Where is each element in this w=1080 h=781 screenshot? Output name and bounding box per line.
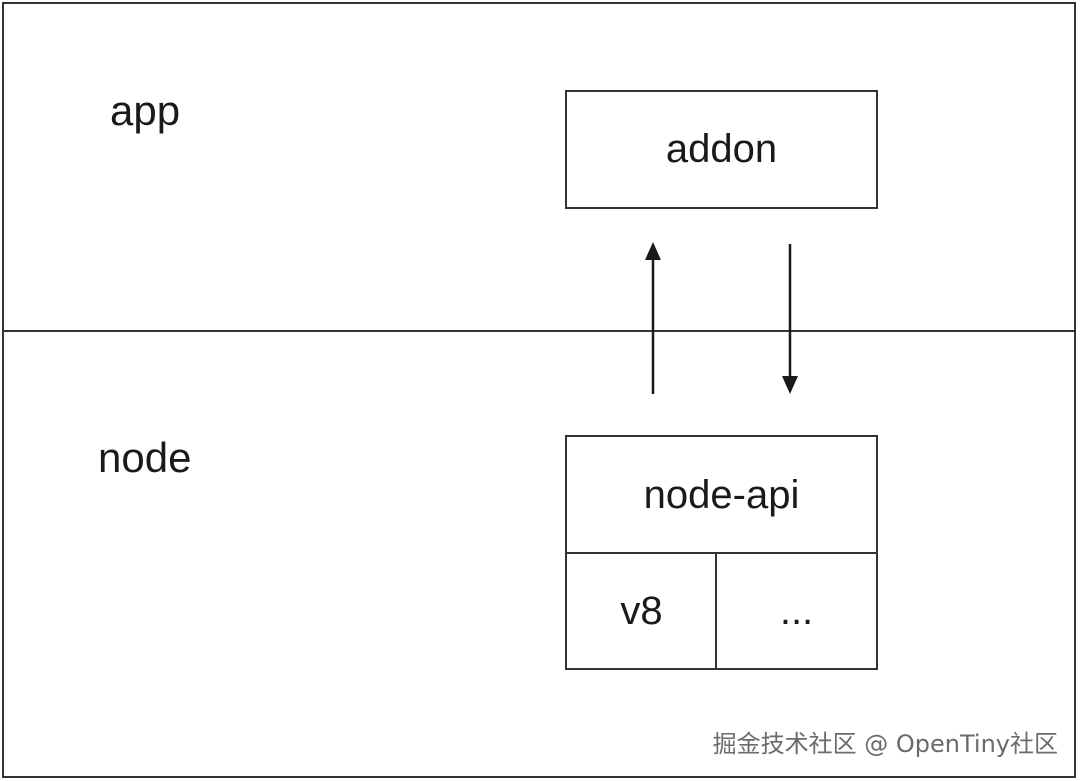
more-modules-label: ... <box>779 588 814 633</box>
layer-divider <box>2 330 1076 332</box>
watermark: 掘金技术社区 @ OpenTiny社区 <box>712 730 1058 758</box>
app-layer-label: app <box>110 87 181 134</box>
node-api-box: node-api <box>565 435 878 555</box>
v8-label: v8 <box>620 588 663 633</box>
addon-box: addon <box>565 90 878 209</box>
v8-box: v8 <box>565 552 718 670</box>
node-api-label: node-api <box>643 472 800 517</box>
more-modules-box: ... <box>715 552 878 670</box>
node-layer-label: node <box>98 434 192 481</box>
addon-label: addon <box>665 127 778 171</box>
